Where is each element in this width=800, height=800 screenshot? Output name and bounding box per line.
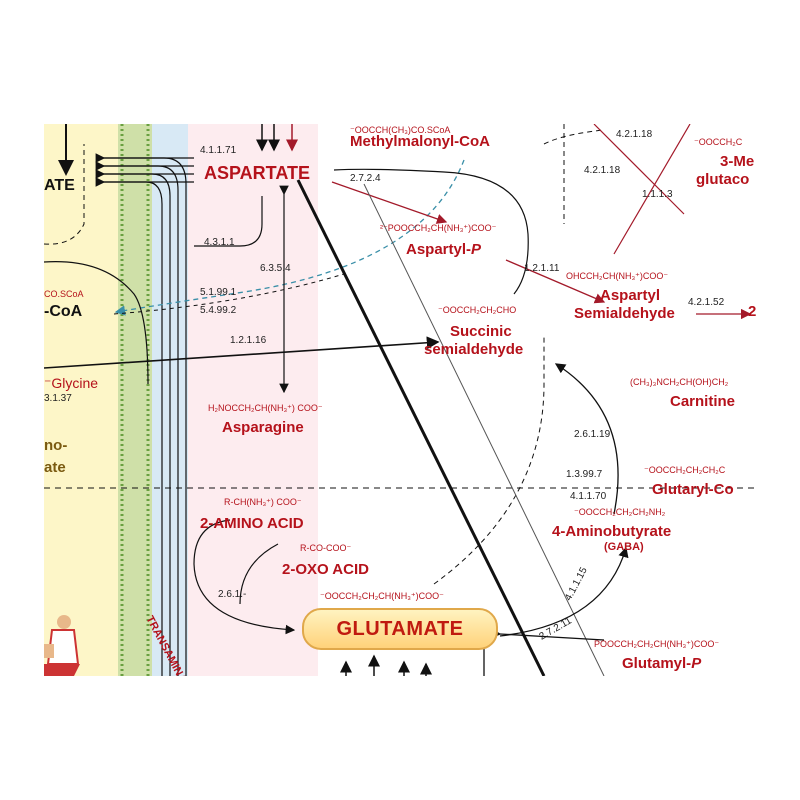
aspartate-label: ASPARTATE: [204, 163, 310, 183]
aspartyl-semialdehyde-label-2: Semialdehyde: [574, 305, 675, 322]
enzyme-4-1-1-70: 4.1.1.70: [570, 491, 607, 502]
glycine-label: ⁻Glycine: [44, 375, 99, 391]
matrix-region: [188, 124, 318, 676]
enzyme-4-2-1-52: 4.2.1.52: [688, 297, 725, 308]
aspartate-kinase-arrow: [331, 181, 448, 224]
enzyme-5-1-99-1: 5.1.99.1: [200, 287, 237, 298]
glycine-transport-line: [44, 261, 149, 385]
thick-diagonal-line: [296, 179, 546, 676]
aspartate-loop-curve: [333, 168, 529, 295]
left-ate-label: ATE: [44, 177, 75, 194]
methylmalonyl-formula: ⁻OOCCH(CH₃)CO.SCoA: [350, 125, 451, 135]
asparagine-formula: H₂NOCCH₂CH(NH₃⁺) COO⁻: [208, 403, 323, 413]
succinic-label-1: Succinic: [450, 323, 512, 340]
methylglutaconyl-label-top: 3-Me: [720, 153, 755, 170]
enzyme-1-2-1-16: 1.2.1.16: [230, 335, 267, 346]
cytosol-region: [44, 124, 118, 676]
cytosol-dashed-path: [44, 144, 85, 245]
methylglutaconyl-label-bottom: glutaco: [696, 171, 750, 188]
amino-acid-formula: R-CH(NH₃⁺) COO⁻: [224, 497, 302, 507]
enzyme-4-2-1-18a: 4.2.1.18: [616, 129, 653, 140]
glutaryl-coa-label: Glutaryl-Co: [652, 481, 734, 498]
enzyme-5-4-99-2: 5.4.99.2: [200, 305, 237, 316]
red-diagonal-1: [593, 124, 685, 215]
red-diagonal-2: [613, 124, 691, 255]
methylmalonyl-coa-label: Methylmalonyl-CoA: [350, 133, 491, 150]
glutamyl-kinase-arrow: [490, 628, 605, 641]
left-coa-label: -CoA: [44, 303, 83, 320]
enzyme-1-3-99-7: 1.3.99.7: [566, 469, 603, 480]
glutamate-dashed-arc: [433, 334, 545, 585]
oxo-acid-line: [239, 543, 279, 605]
left-ino-label: no-: [44, 437, 68, 454]
carnitine-formula: (CH₃)₃NCH₂CH(OH)CH₂: [630, 377, 729, 387]
enzyme-4-2-1-18b: 4.2.1.18: [584, 165, 621, 176]
aspartyl-p-label: Aspartyl-P: [406, 241, 482, 258]
aldehyde-dehydrogenase-arrow: [44, 336, 440, 369]
pathway-chart-frame: 4.1.1.71 ASPARTATE ⁻OOCCH(CH₃)CO.SCoA Me…: [44, 124, 756, 676]
enzyme-2-7-2-4: 2.7.2.4: [350, 173, 381, 184]
aspartyl-reduction-arrow: [505, 259, 606, 304]
pathway-graphics: [44, 124, 756, 676]
carnitine-label: Carnitine: [670, 393, 736, 410]
enzyme-6-3-5-4: 6.3.5.4: [260, 263, 291, 274]
enzyme-2-6-1-x: 2.6.1.-: [218, 589, 247, 600]
enzyme-1-1-1-3: 1.1.1.3: [642, 189, 673, 200]
gaba-label: 4-Aminobutyrate: [552, 523, 672, 540]
left-ate2-label: ate: [44, 459, 66, 476]
oxo-acid-formula: R-CO-COO⁻: [300, 543, 352, 553]
thin-diagonal-line: [363, 183, 605, 676]
left-coa-formula: CO.SCoA: [44, 289, 84, 299]
glutamate-node: GLUTAMATE: [302, 608, 498, 650]
glutamate-formula: ⁻OOCCH₂CH₂CH(NH₃⁺)COO⁻: [320, 591, 444, 601]
succinic-semialdehyde-formula: ⁻OOCCH₂CH₂CHO: [438, 305, 517, 315]
membrane-region: [118, 124, 152, 676]
aspartyl-p-formula: ²⁻POOCCH₂CH(NH₃⁺)COO⁻: [380, 223, 497, 233]
glutaryl-formula: ⁻OOCCH₂CH₂CH₂C: [644, 465, 726, 475]
enzyme-4-1-1-71: 4.1.1.71: [200, 145, 237, 156]
gaba-abbr-label: (GABA): [604, 541, 644, 553]
enzyme-4-3-1-1: 4.3.1.1: [204, 237, 235, 248]
glutamate-decarboxylase-arrow: [499, 546, 629, 637]
epimerase-dashed: [113, 273, 345, 315]
succinic-label-2: semialdehyde: [424, 341, 524, 358]
methylglutaconyl-formula-fragment: ⁻OOCCH₂C: [694, 137, 743, 147]
asparagine-label: Asparagine: [222, 419, 304, 436]
runner-icon: [44, 615, 80, 676]
enzyme-1-2-1-11: 1.2.1.11: [524, 263, 560, 274]
enzyme-left-137: 3.1.37: [44, 393, 72, 404]
right-edge-label: 2: [748, 303, 756, 320]
amino-acid-label: 2-AMINO ACID: [200, 515, 304, 532]
aspartyl-semialdehyde-formula: OHCCH₂CH(NH₃⁺)COO⁻: [566, 271, 669, 281]
top-dashed-arc: [543, 129, 605, 145]
gaba-transaminase-arrow: [554, 363, 619, 515]
glutamyl-p-label: Glutamyl-P: [622, 655, 702, 672]
glutamyl-p-formula: POOCCH₂CH₂CH(NH₃⁺)COO⁻: [594, 639, 720, 649]
aspartase-line: [194, 196, 263, 247]
gaba-formula: ⁻OOCCH₂CH₂CH₂NH₂: [574, 507, 666, 517]
aspartyl-semialdehyde-label-1: Aspartyl: [600, 287, 661, 304]
transamination-loop: [193, 519, 296, 635]
oxo-acid-label: 2-OXO ACID: [282, 561, 369, 578]
enzyme-2-6-1-19: 2.6.1.19: [574, 429, 611, 440]
methylmalonyl-dashed-arrow: [114, 159, 465, 316]
